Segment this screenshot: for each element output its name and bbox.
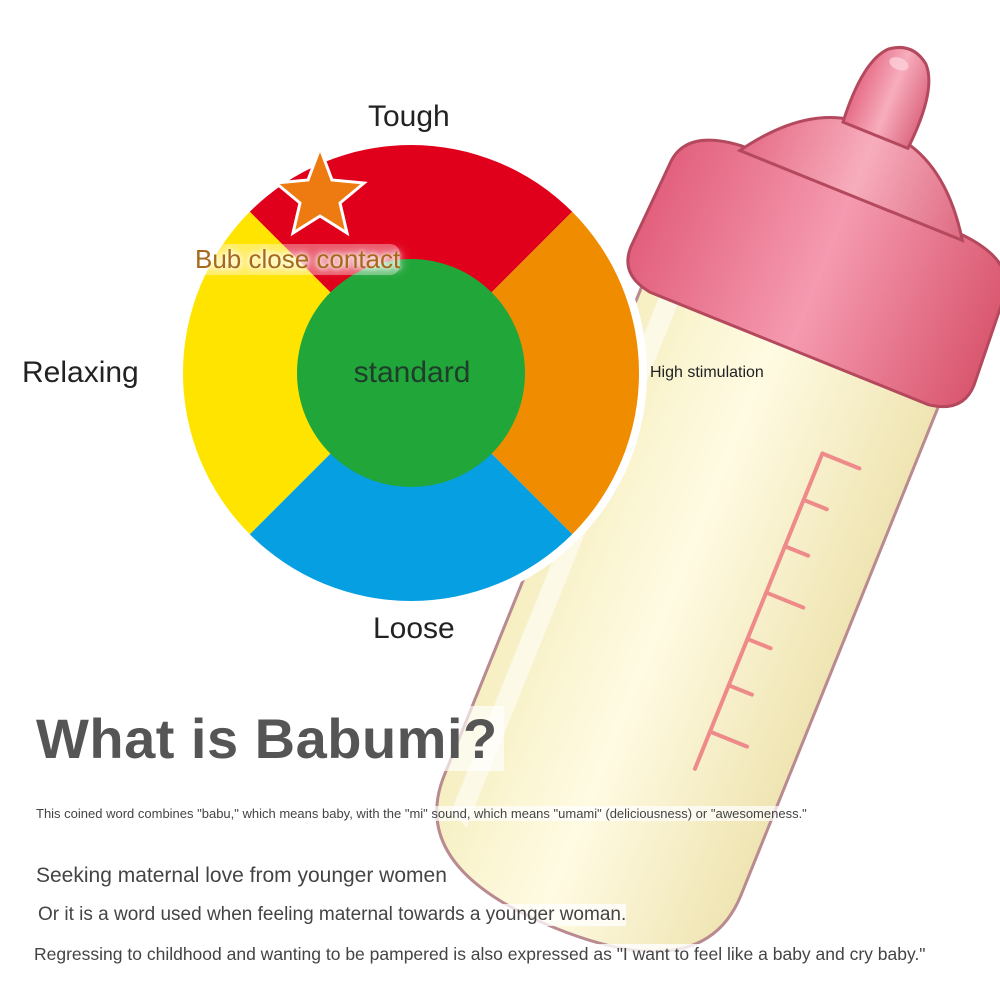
axis-label-left: Relaxing — [22, 356, 139, 389]
axis-label-bottom: Loose — [373, 612, 455, 645]
axis-label-top: Tough — [368, 100, 450, 133]
body-line-1: Seeking maternal love from younger women — [36, 864, 447, 888]
page-title: What is Babumi? — [34, 706, 504, 771]
axis-label-right: High stimulation — [650, 364, 764, 381]
body-line-2: Or it is a word used when feeling matern… — [38, 904, 627, 926]
marker-label: Bub close contact — [195, 244, 401, 275]
star-icon — [272, 143, 368, 237]
wheel-center-label: standard — [353, 356, 471, 389]
body-line-3: Regressing to childhood and wanting to b… — [34, 944, 926, 965]
definition-text: This coined word combines "babu," which … — [36, 806, 807, 821]
wheel-center — [297, 259, 525, 487]
